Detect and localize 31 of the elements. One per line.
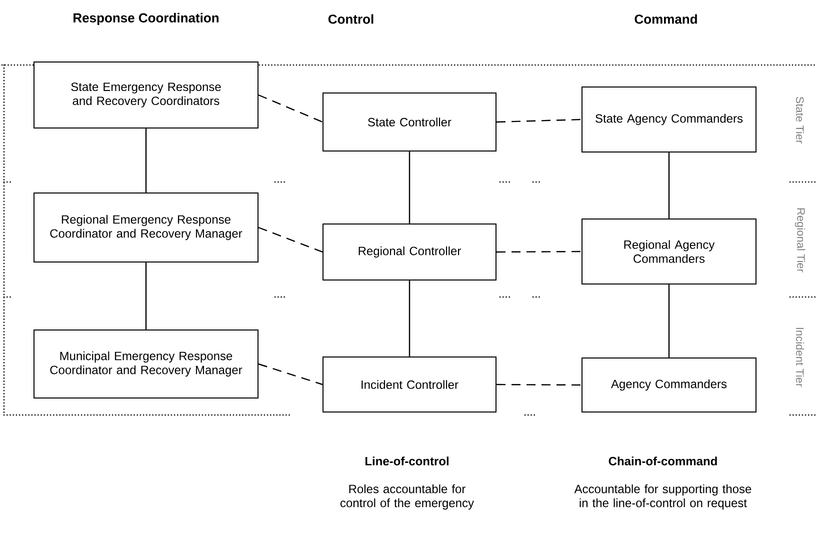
column-heading: Control xyxy=(328,14,374,24)
footnote-heading: Line-of-control xyxy=(365,456,448,466)
role-box: Municipal Emergency Response Coordinator and Recovery Manager xyxy=(34,330,258,398)
role-box: State Controller xyxy=(322,92,496,152)
role-box: State Agency Commanders xyxy=(582,86,756,152)
connector-line xyxy=(258,226,323,253)
connector-line xyxy=(668,284,670,358)
role-box: Regional Agency Commanders xyxy=(582,218,756,284)
connector-line xyxy=(145,262,147,330)
role-box: Regional Controller xyxy=(322,224,496,280)
connector-line xyxy=(496,118,582,123)
footnote-text: Roles accountable for control of the emergency xyxy=(340,484,474,510)
role-box: State Emergency Response and Recovery Coordinators xyxy=(34,62,258,128)
connector-line xyxy=(145,128,147,192)
connector-line xyxy=(668,152,670,218)
connector-line xyxy=(496,250,582,253)
column-heading: Command xyxy=(634,14,697,24)
connector-line xyxy=(408,152,410,224)
connector-line xyxy=(258,363,323,386)
tier-label: State Tier xyxy=(796,96,804,144)
tier-label: Incident Tier xyxy=(796,328,804,387)
role-box: Regional Emergency Response Coordinator and Recovery Manager xyxy=(34,192,258,262)
tier-label: Regional Tier xyxy=(794,208,806,272)
connector-line xyxy=(258,94,323,123)
footnote-heading: Chain-of-command xyxy=(608,456,717,466)
role-box: Agency Commanders xyxy=(582,358,756,412)
column-heading: Response Coordination xyxy=(74,12,218,26)
role-box: Incident Controller xyxy=(322,356,496,412)
connector-line xyxy=(496,384,582,386)
footnote-text: Accountable for supporting those in the line-of-control on request xyxy=(574,484,752,510)
connector-line xyxy=(408,280,410,356)
